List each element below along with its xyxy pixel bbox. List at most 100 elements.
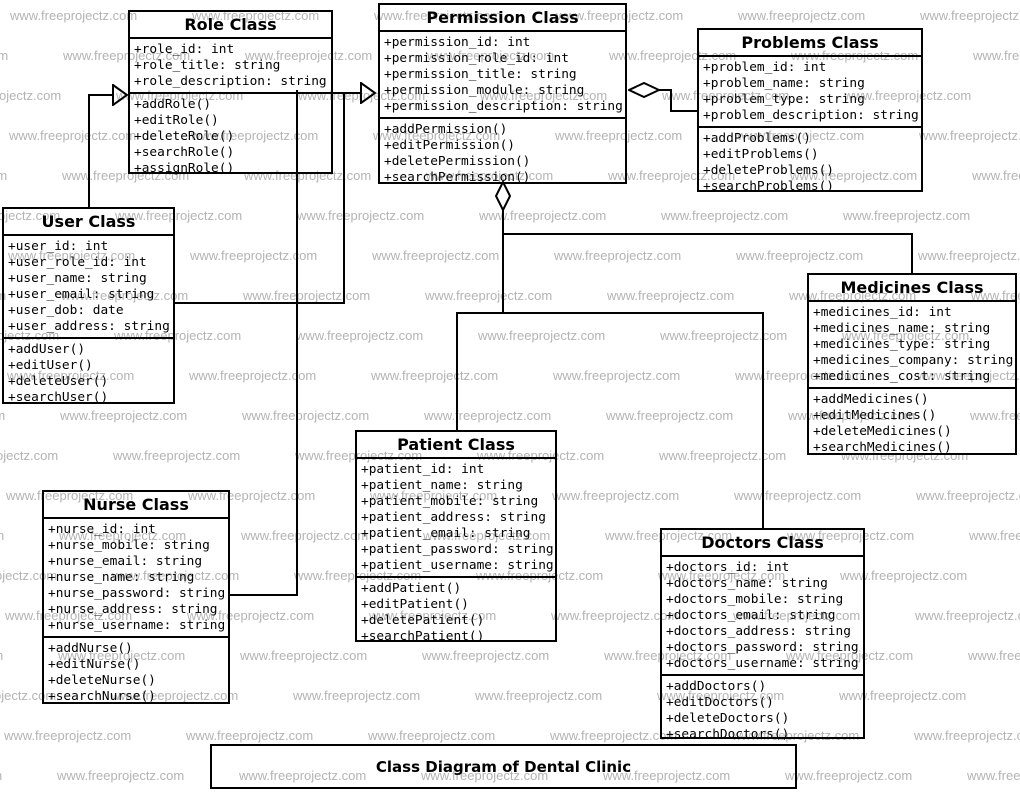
connector-nurse-hline bbox=[230, 594, 298, 596]
attribute: +doctors_mobile: string bbox=[666, 592, 844, 607]
method: +searchDoctors() bbox=[666, 727, 790, 742]
class-title-role: Role Class bbox=[130, 12, 331, 39]
attribute: +user_dob: date bbox=[8, 303, 124, 318]
watermark-text: www.freeprojectz.com bbox=[916, 488, 1020, 503]
attribute: +problem_description: string bbox=[703, 108, 919, 123]
watermark-text: www.freeprojectz.com bbox=[478, 328, 606, 343]
watermark-text: www.freeprojectz.com bbox=[0, 768, 2, 783]
class-methods-problems: +addProblems() +editProblems() +deletePr… bbox=[699, 128, 921, 197]
watermark-text: www.freeprojectz.com bbox=[0, 648, 3, 663]
connector-patient-doctors-hline bbox=[456, 312, 764, 314]
watermark-text: www.freeprojectz.com bbox=[475, 688, 603, 703]
attribute: +problem_name: string bbox=[703, 76, 865, 91]
connector-medicines-hline bbox=[502, 233, 913, 235]
watermark-text: www.freeprojectz.com bbox=[738, 8, 866, 23]
watermark-text: www.freeprojectz.com bbox=[734, 488, 862, 503]
attribute: +role_id: int bbox=[134, 42, 235, 57]
attribute: +doctors_id: int bbox=[666, 560, 790, 575]
connector-problems-hline1 bbox=[658, 89, 672, 91]
attribute: +user_address: string bbox=[8, 319, 170, 334]
watermark-text: www.freeprojectz.com bbox=[919, 128, 1020, 143]
watermark-text: www.freeprojectz.com bbox=[9, 128, 137, 143]
watermark-text: www.freeprojectz.com bbox=[843, 208, 971, 223]
method: +editProblems() bbox=[703, 147, 819, 162]
method: +deletePatient() bbox=[361, 613, 485, 628]
attribute: +permission_title: string bbox=[384, 67, 577, 82]
aggregation-diamond-icon bbox=[628, 82, 661, 99]
attribute: +problem_type: string bbox=[703, 92, 865, 107]
method: +editNurse() bbox=[48, 657, 141, 672]
watermark-text: www.freeprojectz.com bbox=[915, 608, 1020, 623]
watermark-text: www.freeprojectz.com bbox=[554, 248, 682, 263]
watermark-text: www.freeprojectz.com bbox=[113, 448, 241, 463]
watermark-text: www.freeprojectz.com bbox=[57, 768, 185, 783]
watermark-text: www.freeprojectz.com bbox=[659, 448, 787, 463]
class-title-doctors: Doctors Class bbox=[662, 530, 863, 557]
watermark-text: www.freeprojectz.com bbox=[0, 448, 59, 463]
attribute: +patient_mobile: string bbox=[361, 494, 539, 509]
connector-trunk-vline bbox=[502, 210, 504, 314]
attribute: +nurse_password: string bbox=[48, 586, 226, 601]
watermark-text: www.freeprojectz.com bbox=[606, 408, 734, 423]
class-methods-nurse: +addNurse() +editNurse() +deleteNurse() … bbox=[44, 638, 228, 707]
watermark-text: www.freeprojectz.com bbox=[0, 88, 62, 103]
method: +searchNurse() bbox=[48, 689, 156, 704]
class-methods-doctors: +addDoctors() +editDoctors() +deleteDoct… bbox=[662, 676, 863, 745]
watermark-text: www.freeprojectz.com bbox=[914, 728, 1020, 743]
method: +editUser() bbox=[8, 358, 93, 373]
class-attributes-role: +role_id: int +role_title: string +role_… bbox=[130, 39, 331, 94]
diagram-caption-box: Class Diagram of Dental Clinic bbox=[210, 744, 797, 789]
watermark-text: www.freeprojectz.com bbox=[550, 728, 678, 743]
diagram-title: Class Diagram of Dental Clinic bbox=[375, 757, 632, 776]
attribute: +user_email: string bbox=[8, 287, 155, 302]
class-box-role: Role Class +role_id: int +role_title: st… bbox=[128, 10, 333, 176]
watermark-text: www.freeprojectz.com bbox=[918, 248, 1020, 263]
class-attributes-medicines: +medicines_id: int +medicines_name: stri… bbox=[809, 302, 1015, 389]
method: +searchUser() bbox=[8, 390, 109, 405]
class-title-nurse: Nurse Class bbox=[44, 492, 228, 519]
aggregation-diamond-icon bbox=[495, 181, 512, 212]
watermark-text: www.freeprojectz.com bbox=[967, 768, 1020, 783]
attribute: +medicines_type: string bbox=[813, 337, 991, 352]
attribute: +doctors_email: string bbox=[666, 608, 836, 623]
watermark-text: www.freeprojectz.com bbox=[736, 248, 864, 263]
watermark-text: www.freeprojectz.com bbox=[660, 328, 788, 343]
watermark-text: www.freeprojectz.com bbox=[372, 248, 500, 263]
generalization-arrow-icon bbox=[360, 82, 377, 104]
watermark-text: www.freeprojectz.com bbox=[242, 408, 370, 423]
watermark-text: www.freeprojectz.com bbox=[241, 528, 369, 543]
generalization-arrow-icon bbox=[112, 84, 129, 106]
watermark-text: www.freeprojectz.com bbox=[0, 168, 8, 183]
watermark-text: www.freeprojectz.com bbox=[972, 168, 1020, 183]
class-box-doctors: Doctors Class +doctors_id: int +doctors_… bbox=[660, 528, 865, 742]
class-title-problems: Problems Class bbox=[699, 30, 921, 57]
method: +deleteProblems() bbox=[703, 163, 834, 178]
class-title-permission: Permission Class bbox=[380, 5, 625, 32]
attribute: +patient_id: int bbox=[361, 462, 485, 477]
method: +deleteNurse() bbox=[48, 673, 156, 688]
watermark-text: www.freeprojectz.com bbox=[607, 288, 735, 303]
class-methods-user: +addUser() +editUser() +deleteUser() +se… bbox=[4, 339, 173, 408]
class-box-permission: Permission Class +permission_id: int +pe… bbox=[378, 3, 627, 185]
attribute: +patient_username: string bbox=[361, 558, 554, 573]
attribute: +user_name: string bbox=[8, 271, 147, 286]
watermark-text: www.freeprojectz.com bbox=[240, 648, 368, 663]
attribute: +nurse_mobile: string bbox=[48, 538, 210, 553]
watermark-text: www.freeprojectz.com bbox=[785, 768, 913, 783]
connector-problems-hline2 bbox=[670, 110, 698, 112]
attribute: +nurse_address: string bbox=[48, 602, 218, 617]
watermark-text: www.freeprojectz.com bbox=[371, 368, 499, 383]
watermark-text: www.freeprojectz.com bbox=[969, 528, 1020, 543]
watermark-text: www.freeprojectz.com bbox=[0, 528, 4, 543]
attribute: +role_title: string bbox=[134, 58, 281, 73]
method: +addDoctors() bbox=[666, 679, 767, 694]
method: +editMedicines() bbox=[813, 408, 937, 423]
method: +editDoctors() bbox=[666, 695, 774, 710]
method: +deleteRole() bbox=[134, 129, 235, 144]
attribute: +medicines_id: int bbox=[813, 305, 952, 320]
method: +editPatient() bbox=[361, 597, 469, 612]
watermark-text: www.freeprojectz.com bbox=[424, 408, 552, 423]
connector-nurse-vline bbox=[296, 90, 298, 596]
method: +searchRole() bbox=[134, 145, 235, 160]
connector-role-permission-hline bbox=[333, 92, 361, 94]
